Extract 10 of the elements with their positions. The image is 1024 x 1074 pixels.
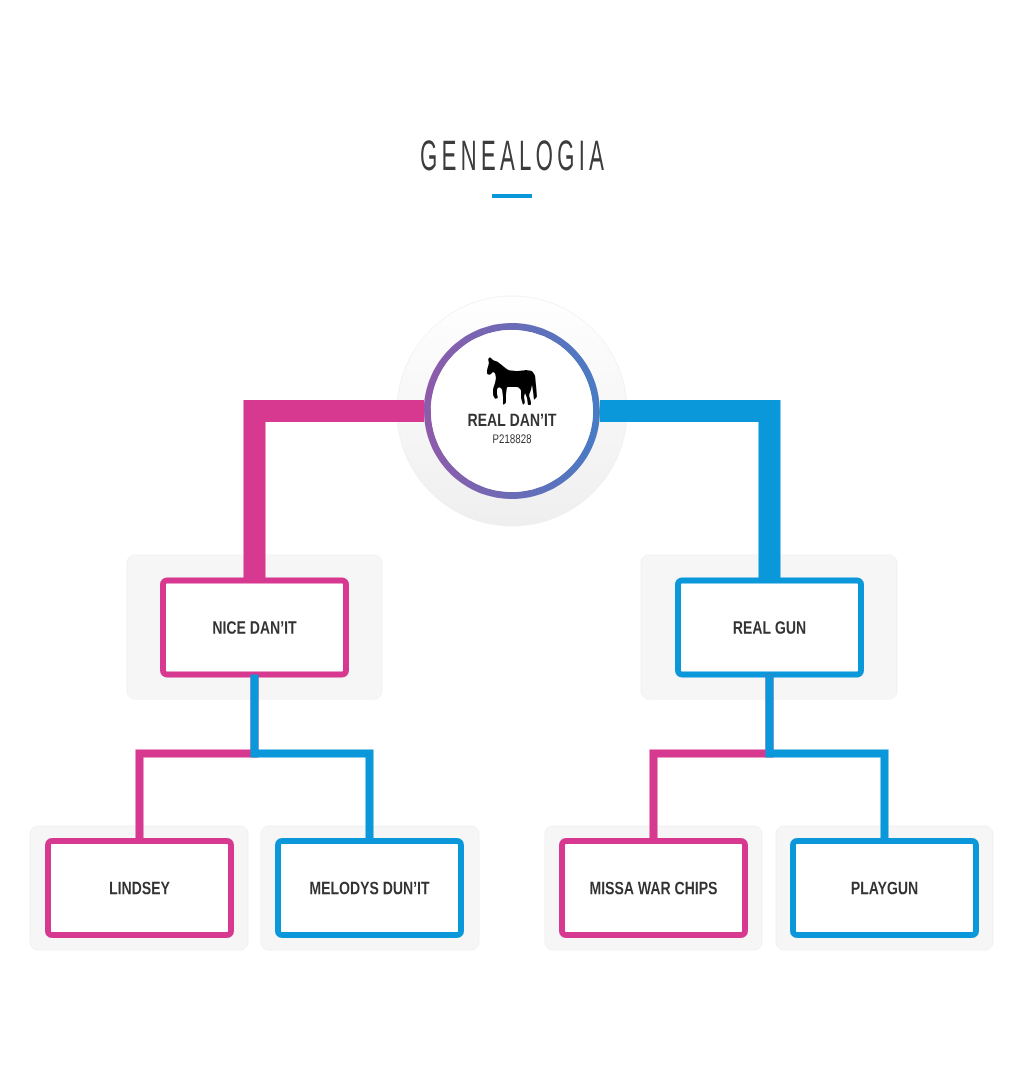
pedigree-box: MISSA WAR CHIPS bbox=[559, 838, 748, 938]
connector-line bbox=[765, 674, 889, 841]
heading: GENEALOGIA bbox=[421, 140, 604, 171]
pedigree-box: PLAYGUN bbox=[790, 838, 979, 938]
connector-line bbox=[243, 400, 424, 581]
pedigree-box: LINDSEY bbox=[45, 838, 234, 938]
connector-line bbox=[600, 400, 781, 581]
pedigree-box: NICE DAN’IT bbox=[160, 577, 349, 678]
pedigree-box: REAL GUN bbox=[675, 577, 864, 678]
pedigree-box: MELODYS DUN’IT bbox=[275, 838, 464, 938]
